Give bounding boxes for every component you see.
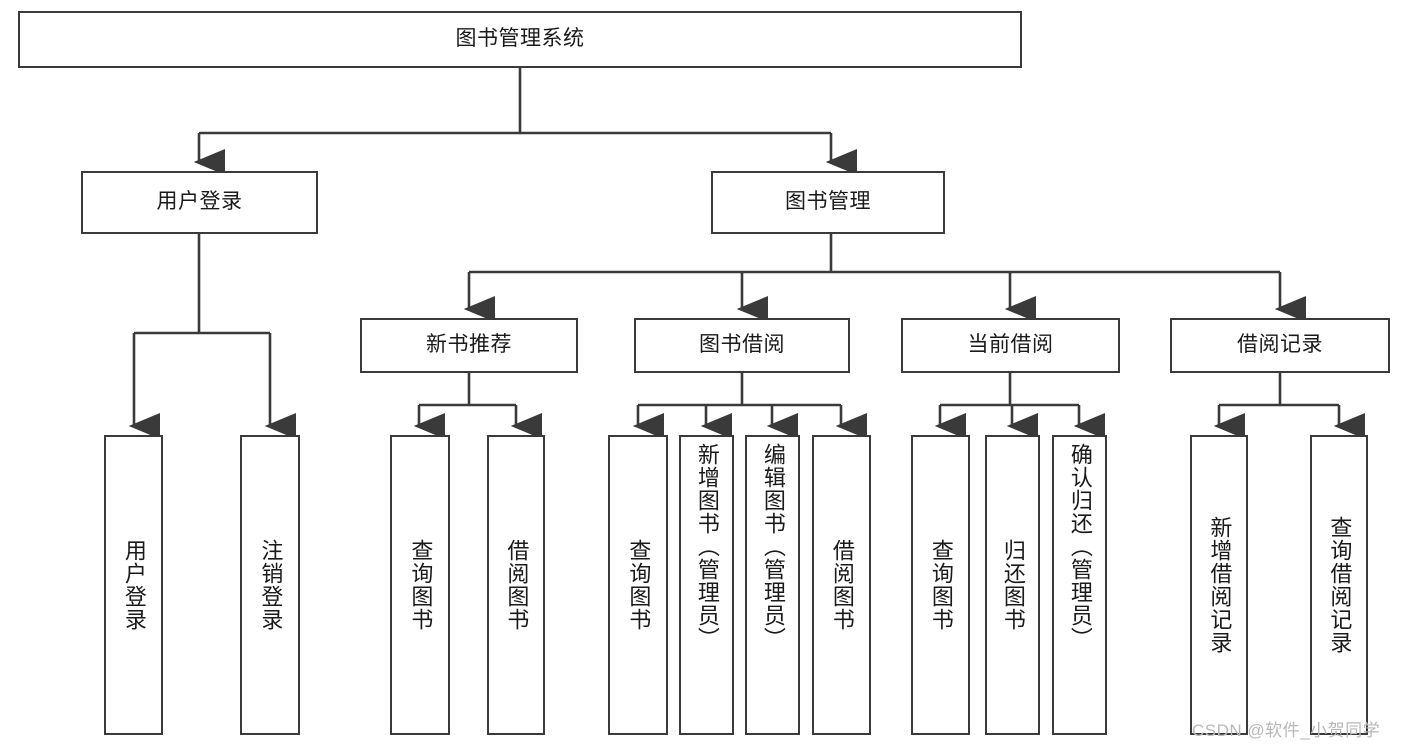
node-borrow-record-label: 借阅记录 [1237, 333, 1323, 357]
node-leaf-query-borrow-record[interactable]: 查询借阅记录 [1310, 435, 1368, 735]
node-leaf-borrow-book-borrow[interactable]: 借阅图书 [812, 435, 871, 735]
node-root-label: 图书管理系统 [455, 27, 585, 51]
node-leaf-confirm-return-admin-label: 确认归还（管理员） [1067, 443, 1093, 650]
node-leaf-add-book-admin[interactable]: 新增图书（管理员） [679, 435, 734, 735]
node-leaf-add-borrow-record-label: 新增借阅记录 [1207, 516, 1233, 654]
node-current-borrow[interactable]: 当前借阅 [901, 318, 1120, 373]
node-new-book-recommend[interactable]: 新书推荐 [360, 318, 578, 373]
node-leaf-add-borrow-record[interactable]: 新增借阅记录 [1190, 435, 1248, 735]
node-leaf-logout-login[interactable]: 注销登录 [240, 435, 300, 735]
node-current-borrow-label: 当前借阅 [967, 333, 1054, 357]
node-leaf-borrow-book-recommend-label: 借阅图书 [504, 539, 530, 631]
node-leaf-logout-login-label: 注销登录 [258, 539, 284, 631]
node-leaf-user-login[interactable]: 用户登录 [104, 435, 163, 735]
node-leaf-borrow-book-borrow-label: 借阅图书 [829, 539, 855, 631]
node-leaf-query-book-borrow-label: 查询图书 [626, 539, 652, 631]
node-root[interactable]: 图书管理系统 [18, 11, 1022, 68]
csdn-watermark: CSDN @软件_小贺同学 [1192, 721, 1381, 740]
node-book-management[interactable]: 图书管理 [711, 171, 945, 234]
node-leaf-query-book-borrow[interactable]: 查询图书 [608, 435, 668, 735]
node-leaf-query-book-recommend[interactable]: 查询图书 [390, 435, 450, 735]
node-book-management-label: 图书管理 [785, 190, 871, 214]
node-new-book-recommend-label: 新书推荐 [426, 333, 512, 357]
node-book-borrow[interactable]: 图书借阅 [634, 318, 850, 373]
node-leaf-edit-book-admin[interactable]: 编辑图书（管理员） [745, 435, 800, 735]
node-borrow-record[interactable]: 借阅记录 [1170, 318, 1390, 373]
node-leaf-return-book-label: 归还图书 [1000, 539, 1026, 631]
node-leaf-confirm-return-admin[interactable]: 确认归还（管理员） [1052, 435, 1107, 735]
node-leaf-return-book[interactable]: 归还图书 [985, 435, 1040, 735]
node-leaf-borrow-book-recommend[interactable]: 借阅图书 [487, 435, 545, 735]
node-leaf-query-book-current[interactable]: 查询图书 [911, 435, 970, 735]
node-leaf-query-book-current-label: 查询图书 [928, 539, 954, 631]
node-leaf-query-borrow-record-label: 查询借阅记录 [1327, 516, 1353, 654]
node-leaf-edit-book-admin-label: 编辑图书（管理员） [760, 443, 786, 650]
node-leaf-user-login-label: 用户登录 [121, 539, 147, 631]
node-user-login[interactable]: 用户登录 [81, 171, 318, 234]
node-leaf-query-book-recommend-label: 查询图书 [408, 539, 434, 631]
node-leaf-add-book-admin-label: 新增图书（管理员） [694, 443, 720, 650]
node-book-borrow-label: 图书借阅 [699, 333, 785, 357]
node-user-login-label: 用户登录 [156, 190, 243, 214]
